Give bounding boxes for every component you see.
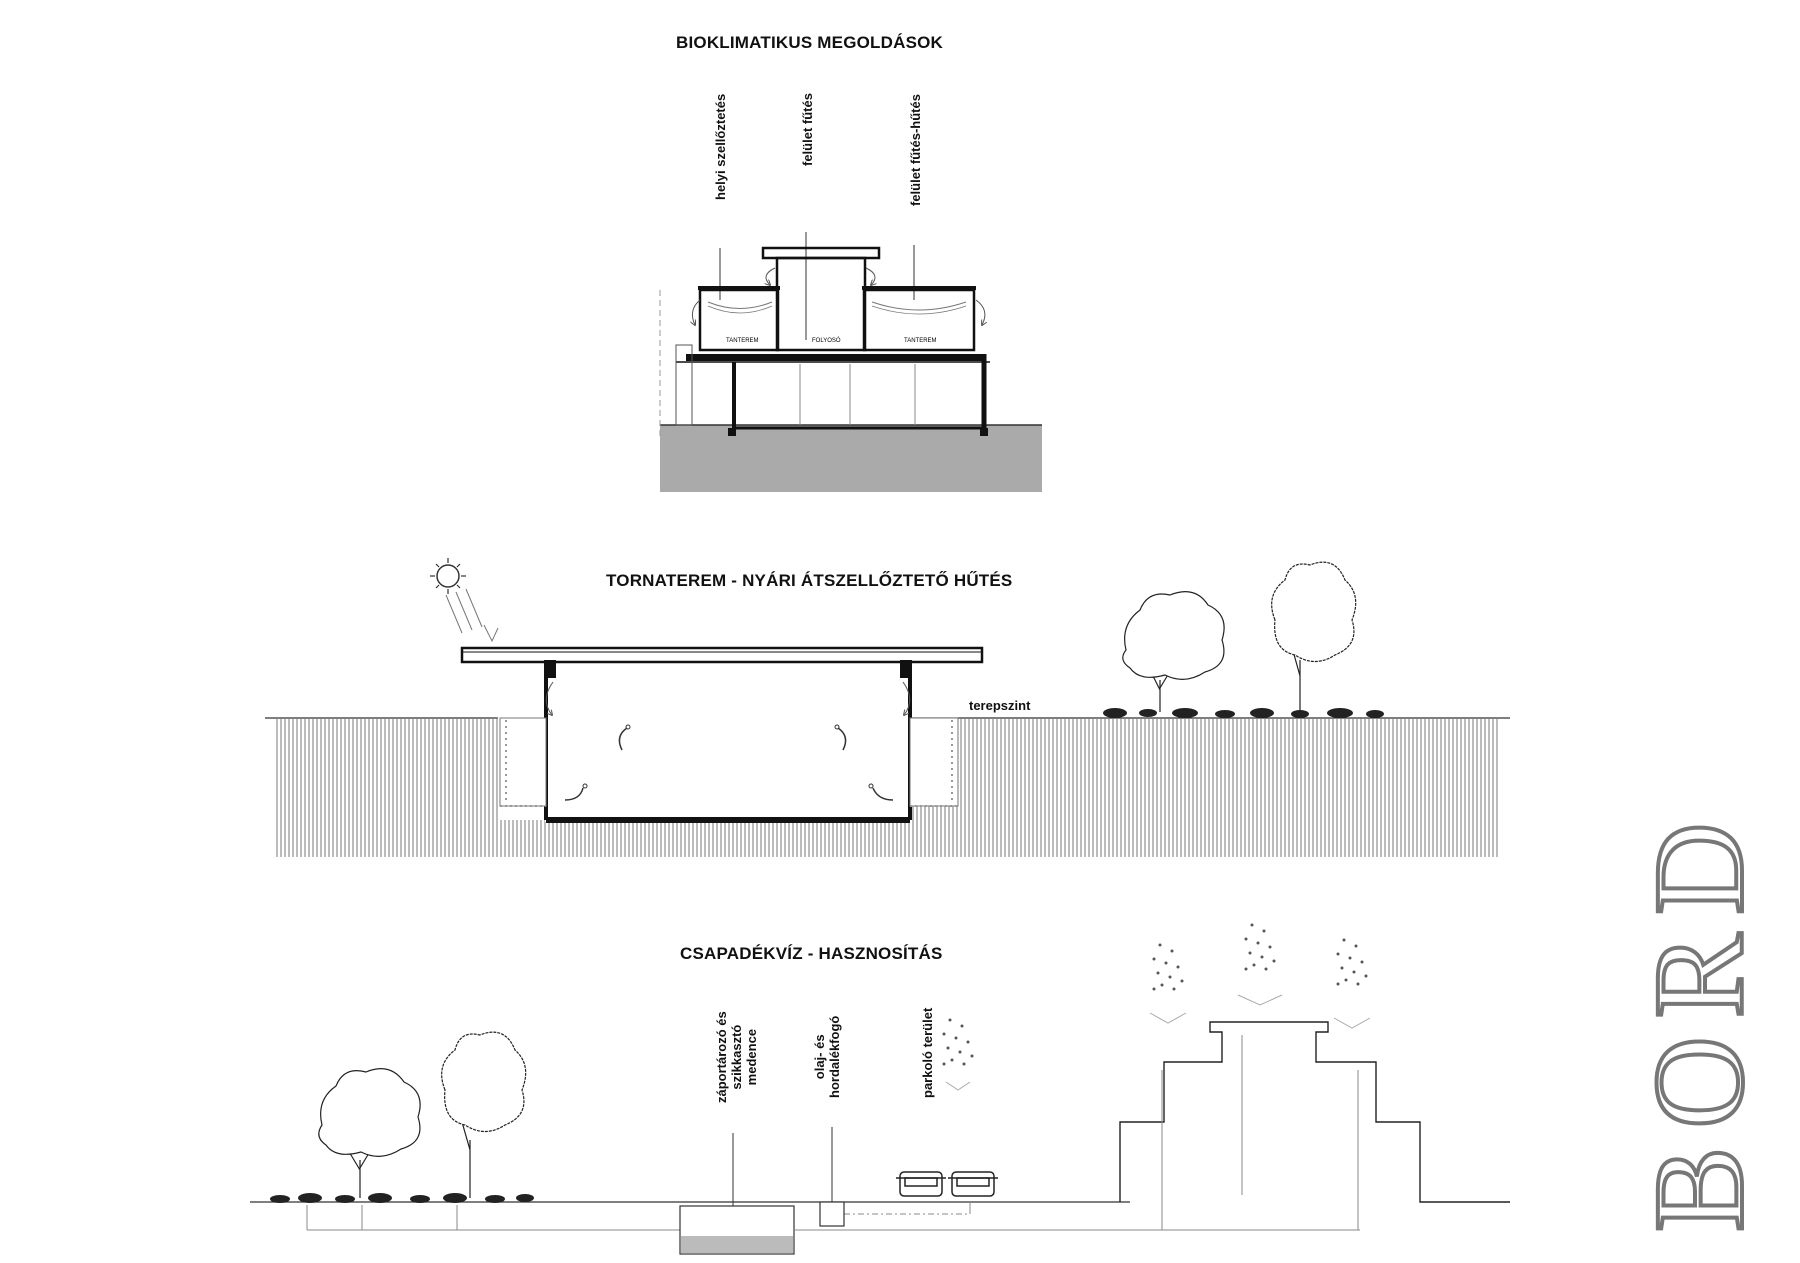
room-label-corridor: FOLYOSÓ xyxy=(812,337,841,344)
gym-section xyxy=(265,558,1510,857)
section2-title: TORNATEREM - NYÁRI ÁTSZELLŐZTETŐ HŰTÉS xyxy=(606,571,1013,590)
room-label-classroom-right: TANTEREM xyxy=(904,338,937,344)
logo: BORD xyxy=(1626,802,1772,1234)
shrub-row-icon xyxy=(1103,708,1384,718)
tree-icon xyxy=(318,1031,527,1198)
section3-title: CSAPADÉKVÍZ - HASZNOSÍTÁS xyxy=(680,944,943,963)
ground-level-label: terepszint xyxy=(969,698,1031,713)
oil-separator xyxy=(819,1201,845,1227)
rain-icon xyxy=(942,923,1371,1091)
building-section: TANTEREM FOLYOSÓ TANTEREM xyxy=(659,232,1042,492)
rainwater-section xyxy=(250,923,1510,1255)
car-icon xyxy=(896,1171,998,1197)
logo-text: BORD xyxy=(1628,804,1770,1232)
terraced-building xyxy=(1119,1021,1510,1203)
room-label-classroom-left: TANTEREM xyxy=(726,338,759,344)
tree-icon xyxy=(1122,561,1357,712)
shrub-row-icon xyxy=(270,1193,534,1203)
ground-fill-1 xyxy=(660,425,1042,492)
sun-icon xyxy=(430,558,499,643)
section1-title: BIOKLIMATIKUS MEGOLDÁSOK xyxy=(676,33,944,52)
